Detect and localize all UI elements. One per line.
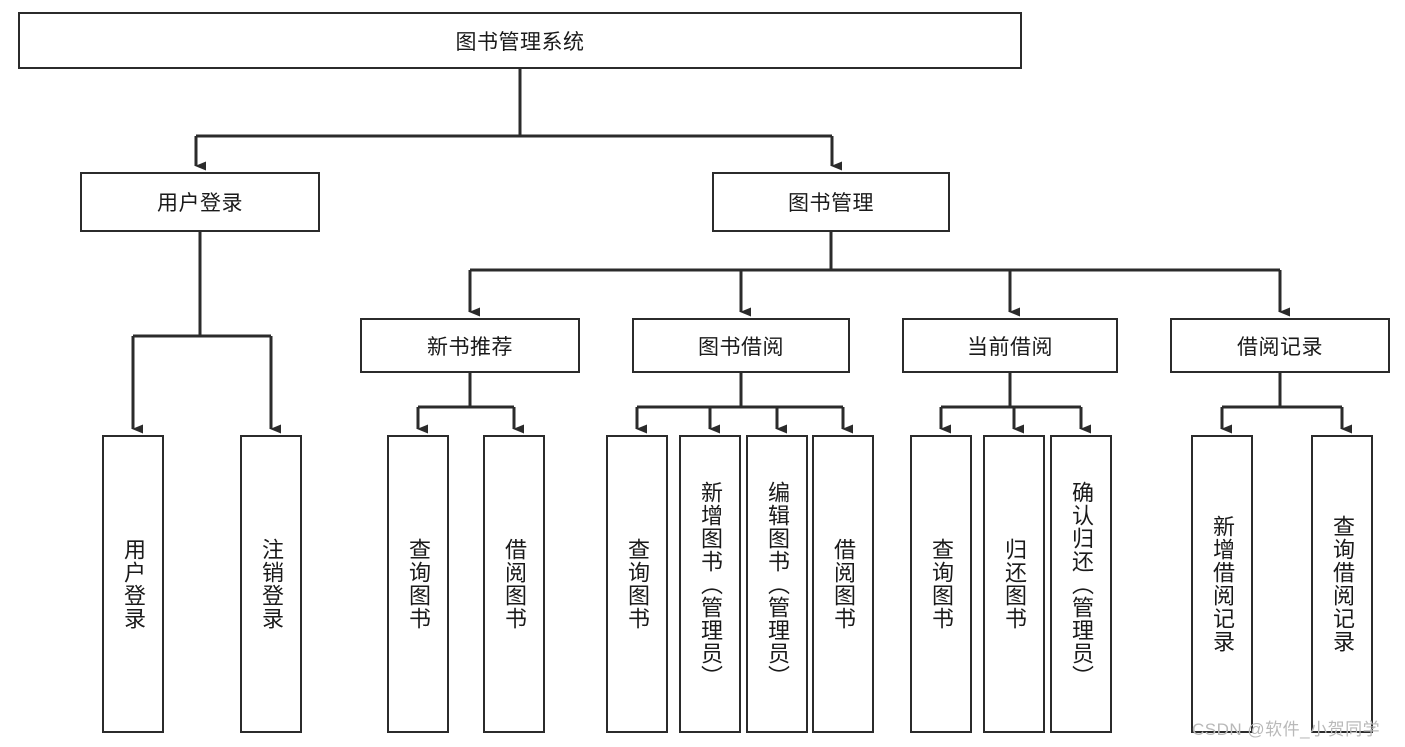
- csdn-watermark: CSDN @软件_小贺同学: [1192, 720, 1381, 739]
- node-borrow-record[interactable]: 借阅记录: [1170, 318, 1390, 373]
- node-current-borrow[interactable]: 当前借阅: [902, 318, 1118, 373]
- node-leaf-user-login-label: 用户登录: [120, 538, 146, 630]
- node-leaf-user-login[interactable]: 用户登录: [102, 435, 164, 733]
- node-leaf-add-record[interactable]: 新增借阅记录: [1191, 435, 1253, 733]
- node-book-borrow-label: 图书借阅: [698, 335, 784, 359]
- node-book-borrow[interactable]: 图书借阅: [632, 318, 850, 373]
- node-leaf-query-book-1-label: 查询图书: [405, 538, 431, 630]
- node-leaf-query-record[interactable]: 查询借阅记录: [1311, 435, 1373, 733]
- node-book-manage-label: 图书管理: [788, 192, 874, 215]
- node-current-borrow-label: 当前借阅: [967, 335, 1053, 359]
- node-new-book-recommend-label: 新书推荐: [427, 335, 513, 359]
- node-leaf-add-record-label: 新增借阅记录: [1209, 515, 1235, 653]
- node-leaf-borrow-book-1[interactable]: 借阅图书: [483, 435, 545, 733]
- node-leaf-logout-label: 注销登录: [258, 538, 284, 630]
- node-borrow-record-label: 借阅记录: [1237, 335, 1323, 359]
- node-user-login-label: 用户登录: [157, 192, 243, 215]
- node-leaf-borrow-book-1-label: 借阅图书: [501, 538, 527, 630]
- node-root-label: 图书管理系统: [455, 30, 585, 54]
- node-leaf-borrow-book-2-label: 借阅图书: [830, 538, 856, 630]
- node-leaf-query-book-3[interactable]: 查询图书: [910, 435, 972, 733]
- node-leaf-return-book-label: 归还图书: [1001, 538, 1027, 630]
- node-new-book-recommend[interactable]: 新书推荐: [360, 318, 580, 373]
- node-leaf-edit-book-label: 编辑图书（管理员）: [764, 480, 790, 688]
- node-leaf-edit-book[interactable]: 编辑图书（管理员）: [746, 435, 808, 733]
- node-user-login[interactable]: 用户登录: [80, 172, 320, 232]
- node-leaf-return-book[interactable]: 归还图书: [983, 435, 1045, 733]
- node-leaf-query-book-2-label: 查询图书: [624, 538, 650, 630]
- node-leaf-borrow-book-2[interactable]: 借阅图书: [812, 435, 874, 733]
- node-leaf-logout[interactable]: 注销登录: [240, 435, 302, 733]
- node-leaf-query-book-3-label: 查询图书: [928, 538, 954, 630]
- node-leaf-add-book[interactable]: 新增图书（管理员）: [679, 435, 741, 733]
- node-root[interactable]: 图书管理系统: [18, 12, 1022, 69]
- node-leaf-query-record-label: 查询借阅记录: [1329, 515, 1355, 653]
- node-leaf-confirm-return[interactable]: 确认归还（管理员）: [1050, 435, 1112, 733]
- node-leaf-query-book-1[interactable]: 查询图书: [387, 435, 449, 733]
- node-leaf-query-book-2[interactable]: 查询图书: [606, 435, 668, 733]
- node-leaf-add-book-label: 新增图书（管理员）: [697, 480, 723, 688]
- node-leaf-confirm-return-label: 确认归还（管理员）: [1068, 480, 1094, 688]
- node-book-manage[interactable]: 图书管理: [712, 172, 950, 232]
